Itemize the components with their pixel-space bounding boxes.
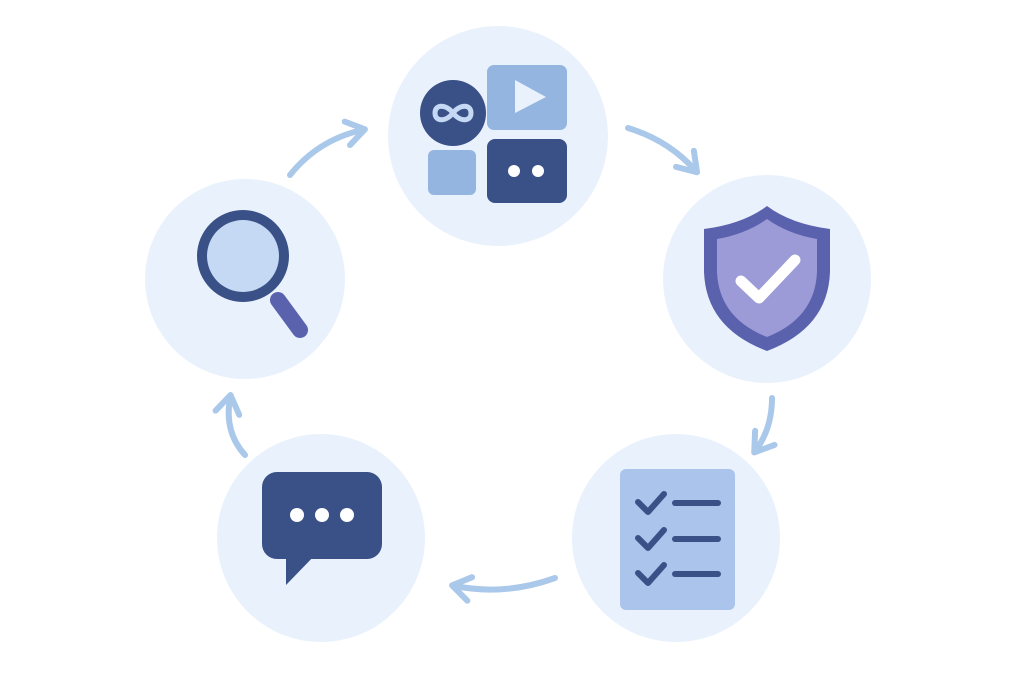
magnifier-icon (197, 210, 308, 338)
checklist-icon (620, 469, 735, 610)
small-app-tile (428, 150, 476, 195)
check-icon (635, 562, 667, 586)
arrow-checklist-to-feedback (449, 574, 558, 604)
shield-inner (717, 219, 817, 337)
check-mark-icon (735, 254, 801, 304)
infinity-icon (432, 103, 474, 123)
arrow-feedback-to-search (212, 392, 248, 458)
arrow-apps-to-security (625, 125, 701, 176)
dot-icon (290, 508, 304, 522)
play-icon (515, 80, 546, 113)
node-apps-circle (388, 26, 608, 246)
arrow-security-to-checklist (751, 395, 778, 456)
dot-icon (532, 165, 544, 177)
bubble-tail (286, 550, 318, 585)
shield-check-icon (704, 206, 830, 351)
check-icon (635, 527, 667, 551)
chat-bubble-icon (262, 472, 382, 585)
magnifier-handle (270, 292, 308, 338)
arrow-search-to-apps (287, 118, 368, 178)
dot-icon (508, 165, 520, 177)
dot-icon (340, 508, 354, 522)
chat-app-tile (487, 139, 567, 203)
check-icon (635, 491, 667, 515)
app-grid-icon (420, 65, 567, 203)
magnifier-lens (207, 220, 279, 292)
dot-icon (315, 508, 329, 522)
